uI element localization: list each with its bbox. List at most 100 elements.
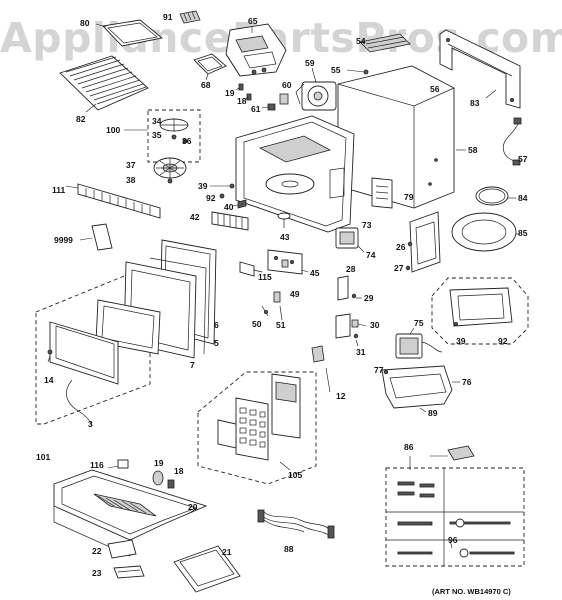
part-40-clip (231, 199, 247, 209)
part-22-lens (107, 539, 137, 559)
part-14-screw (47, 349, 53, 363)
label-39b: 39 (456, 336, 466, 346)
part-28-switch-bracket (337, 275, 362, 301)
part-61 (261, 103, 276, 111)
label-61: 61 (251, 104, 261, 114)
main-cavity (235, 115, 355, 233)
label-34: 34 (152, 116, 162, 126)
label-101: 101 (36, 452, 50, 462)
label-92b: 92 (498, 336, 508, 346)
label-9999: 9999 (54, 235, 73, 245)
part-12 (311, 345, 331, 393)
part-92b-assembly (449, 287, 513, 327)
label-30: 30 (370, 320, 380, 330)
part-21-filter (173, 545, 241, 593)
label-75: 75 (414, 318, 424, 328)
label-23: 23 (92, 568, 102, 578)
label-3: 3 (88, 419, 93, 429)
part-9999-manual (79, 223, 113, 251)
part-105-control-panel (217, 373, 301, 471)
label-74: 74 (366, 250, 376, 260)
label-85: 85 (518, 228, 528, 238)
label-80: 80 (80, 18, 90, 28)
part-75-transformer (395, 327, 443, 359)
label-96: 96 (448, 535, 458, 545)
label-49: 49 (290, 289, 300, 299)
part-116-lamp-holder (107, 459, 129, 469)
part-85-turntable-glass (451, 212, 520, 252)
part-55-screw (346, 69, 369, 75)
label-31: 31 (356, 347, 366, 357)
part-68-tray (193, 53, 227, 81)
label-68: 68 (201, 80, 211, 90)
label-26: 26 (396, 242, 406, 252)
label-38: 38 (126, 175, 136, 185)
part-labels: 80 91 65 54 55 59 68 60 19 18 61 56 83 8… (36, 12, 528, 578)
label-7: 7 (190, 360, 195, 370)
part-42-grille (211, 211, 249, 231)
label-40: 40 (224, 202, 234, 212)
part-60 (279, 93, 289, 105)
part-80-rack (95, 19, 164, 47)
label-65: 65 (248, 16, 258, 26)
label-36: 36 (182, 136, 192, 146)
label-105: 105 (288, 470, 302, 480)
label-77: 77 (374, 365, 384, 375)
label-35: 35 (152, 130, 162, 140)
label-115: 115 (258, 272, 272, 282)
label-116: 116 (90, 460, 104, 470)
label-5: 5 (214, 338, 219, 348)
art-number: (ART NO. WB14970 C) (432, 587, 511, 596)
hardware-grid (386, 468, 524, 566)
part-86-clip (409, 445, 475, 470)
label-21: 21 (222, 547, 232, 557)
label-60: 60 (282, 80, 292, 90)
box-105-dashed (197, 371, 317, 485)
part-50-51-hinge-parts (261, 305, 283, 321)
label-55: 55 (331, 65, 341, 75)
label-20: 20 (188, 502, 198, 512)
label-14: 14 (44, 375, 54, 385)
label-39a: 39 (198, 181, 208, 191)
label-19b: 19 (154, 458, 164, 468)
hardware-screws (397, 481, 515, 558)
label-22: 22 (92, 546, 102, 556)
label-73: 73 (362, 220, 372, 230)
part-59-motor (295, 67, 337, 111)
part-88-harness (257, 509, 335, 539)
part-18b-socket (167, 479, 175, 489)
label-18a: 18 (237, 96, 247, 106)
label-51: 51 (276, 320, 286, 330)
part-35-turntable-support (124, 118, 189, 144)
part-82-grille (59, 55, 149, 113)
label-19a: 19 (225, 88, 235, 98)
part-20-bottom-cover (53, 469, 208, 557)
part-19a-18a-screws (235, 83, 252, 101)
label-100: 100 (106, 125, 120, 135)
label-6: 6 (214, 320, 219, 330)
label-42: 42 (190, 212, 200, 222)
label-59: 59 (305, 58, 315, 68)
part-92a-screw (219, 193, 225, 199)
part-45-bracket (267, 249, 309, 275)
label-84: 84 (518, 193, 528, 203)
label-37: 37 (126, 160, 136, 170)
part-57-wire (502, 117, 522, 166)
part-65-bracket (225, 23, 287, 77)
label-28: 28 (346, 264, 356, 274)
label-43: 43 (280, 232, 290, 242)
part-111-vent-grille (65, 183, 161, 219)
label-91: 91 (163, 12, 173, 22)
part-23-clip (113, 565, 145, 579)
label-18b: 18 (174, 466, 184, 476)
part-54-vent-filter (359, 33, 411, 53)
part-49-hinge (273, 291, 281, 303)
label-54: 54 (356, 36, 366, 46)
part-30-31-switches (335, 313, 367, 347)
part-79-board (371, 177, 393, 209)
label-89: 89 (428, 408, 438, 418)
part-115-latch (239, 261, 263, 277)
part-door-outer-panel (49, 321, 119, 385)
